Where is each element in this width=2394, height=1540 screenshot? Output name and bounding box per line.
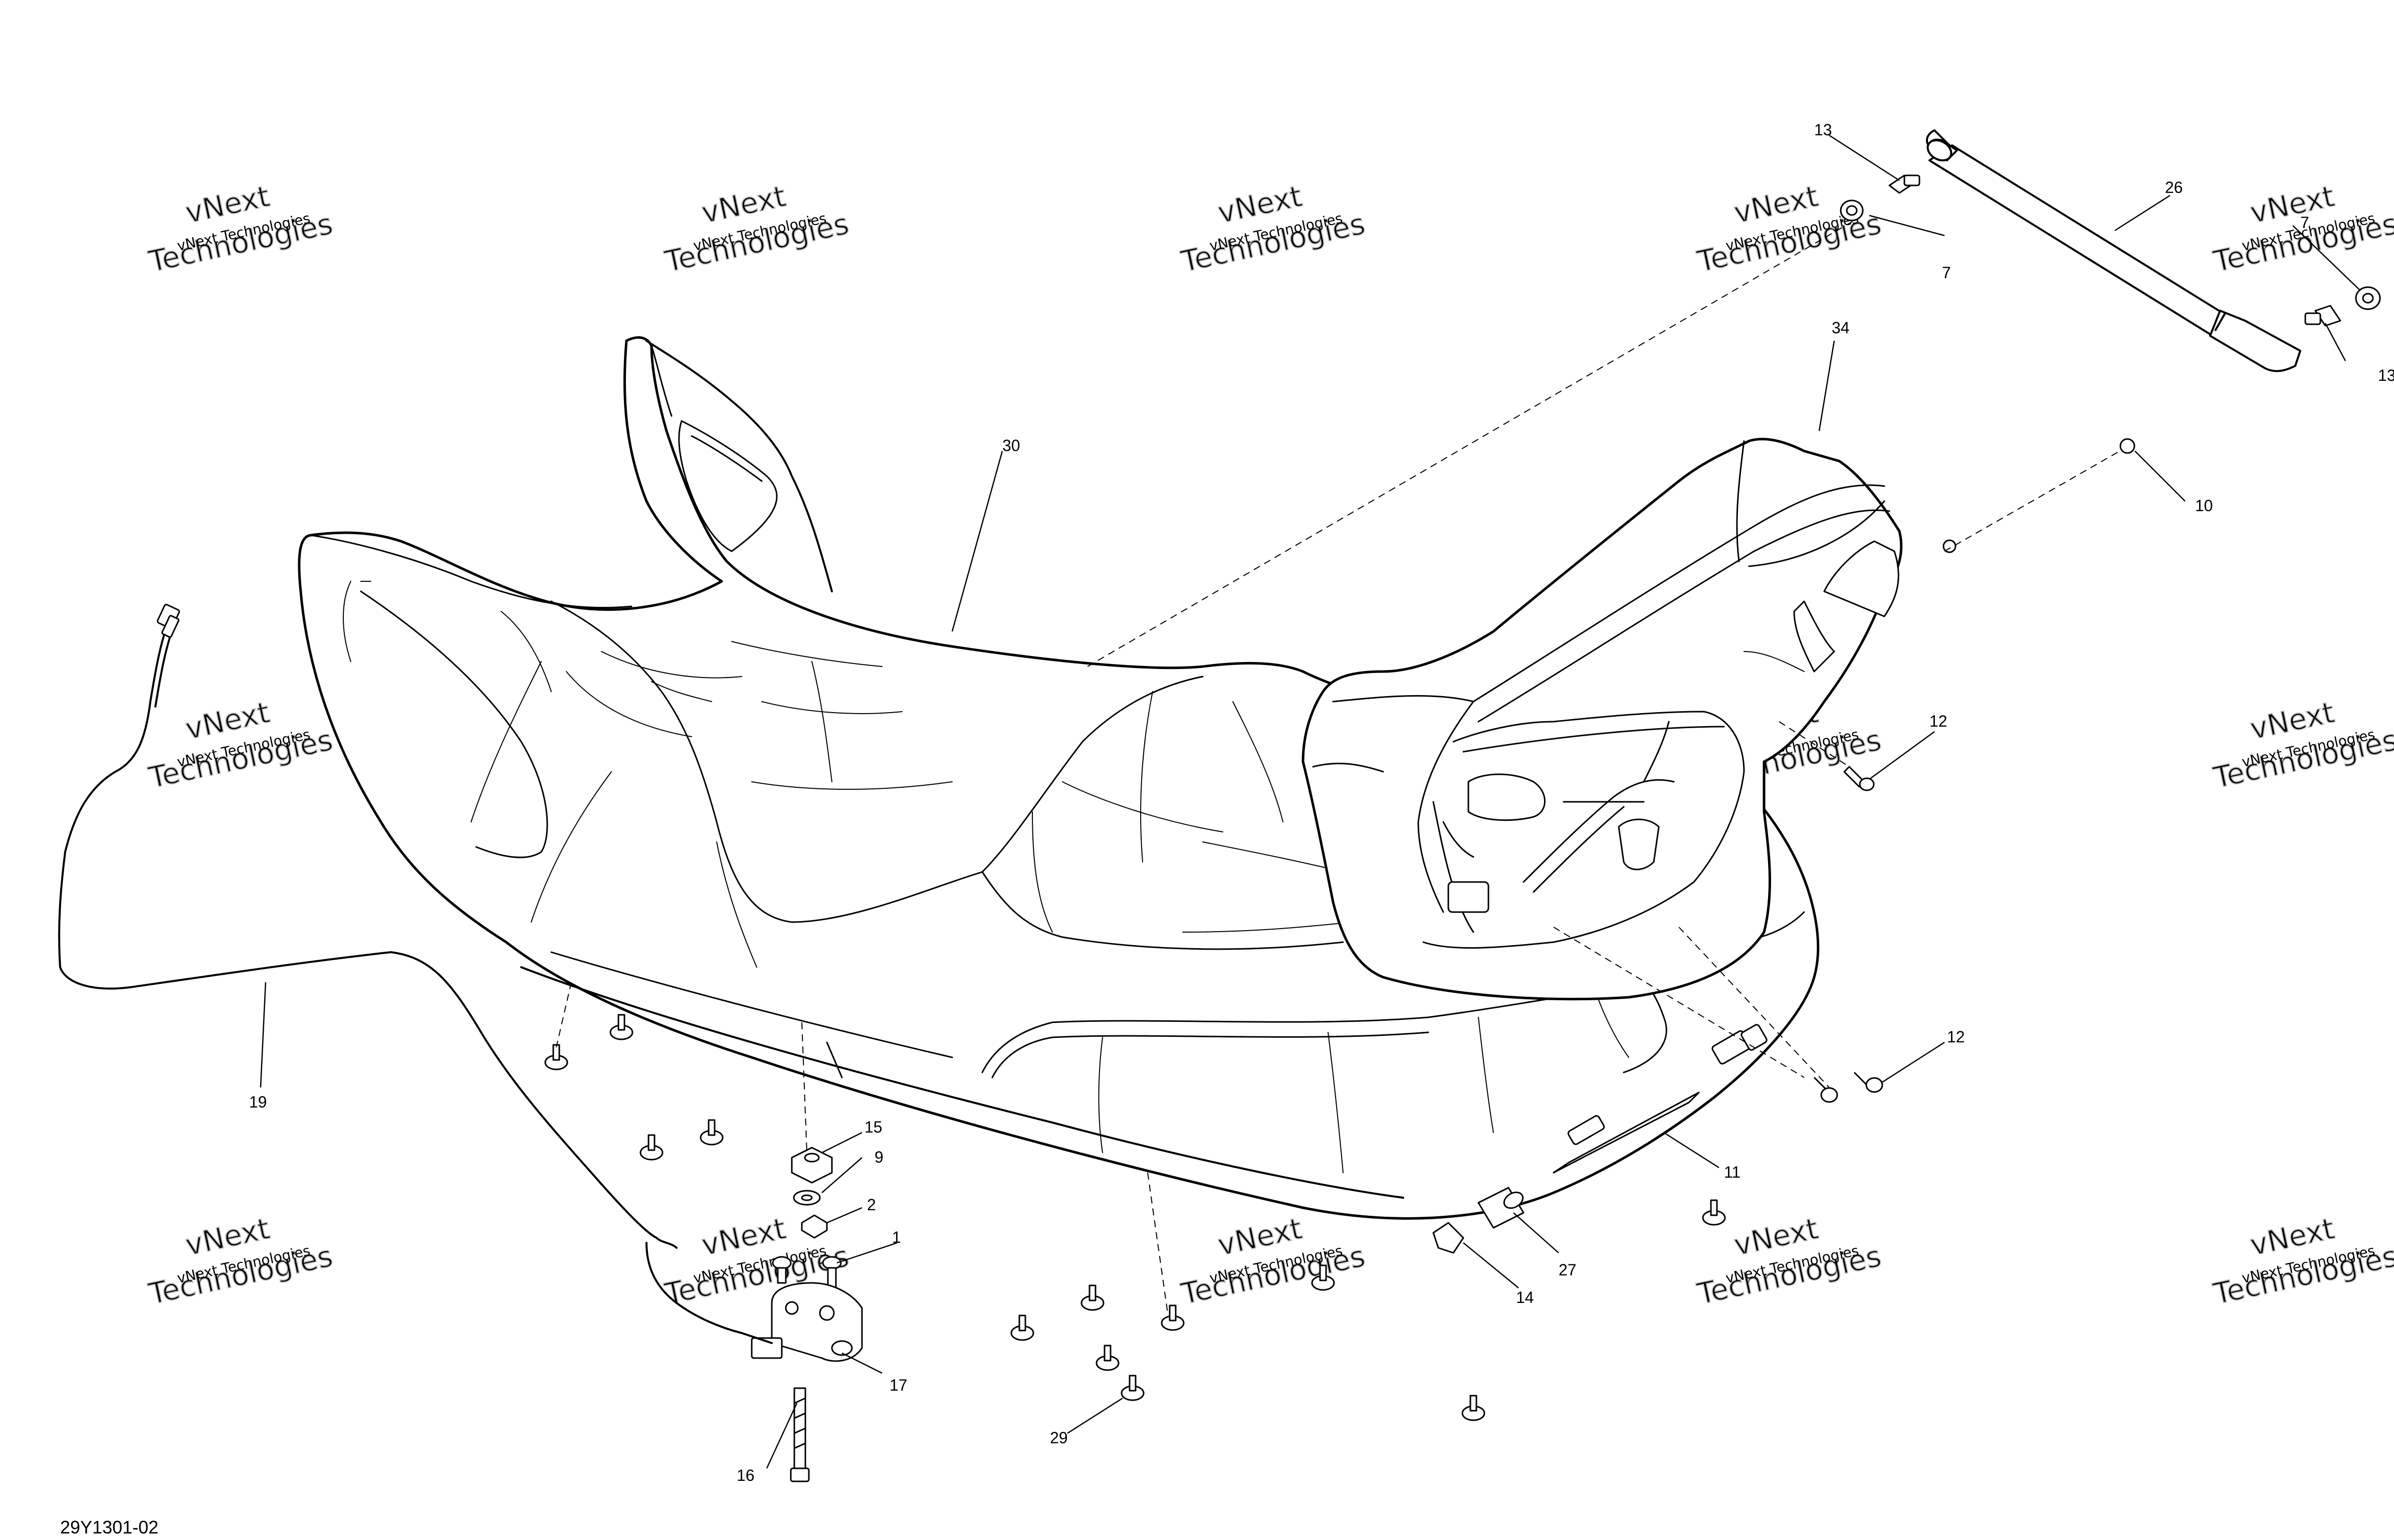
nut-14 (1432, 1222, 1464, 1254)
callout-11: 11 (1724, 1163, 1740, 1181)
release-cable-19 (58, 603, 773, 1344)
callout-30: 30 (1002, 436, 1020, 455)
callout-1: 1 (892, 1228, 901, 1246)
callout-9: 9 (875, 1148, 884, 1166)
nut-right (2355, 286, 2381, 310)
ball-stud-top (1888, 174, 1920, 194)
callout-7-right: 7 (2300, 213, 2309, 232)
callout-34: 34 (1832, 319, 1850, 337)
leader-lines (260, 134, 2361, 1469)
callout-labels: 30 13 7 26 7 13 34 10 12 12 11 27 14 15 … (249, 121, 2394, 1484)
callout-7-top: 7 (1942, 264, 1951, 282)
washer-9 (793, 1190, 821, 1206)
bolt-left (772, 1256, 792, 1284)
nut-2 (801, 1214, 828, 1239)
screws-12-lower (1813, 1071, 1883, 1103)
ball-stud-right (2304, 305, 2341, 327)
figure-code: 29Y1301-02 (60, 1517, 158, 1537)
hardware (544, 174, 2381, 1482)
gas-strut (1926, 129, 2301, 372)
alignment-lines (556, 220, 2120, 1313)
rod-11 (1553, 1024, 1768, 1174)
rear-trunk-backrest (1301, 437, 1903, 1001)
callout-15: 15 (864, 1118, 883, 1136)
callout-13-top: 13 (1814, 121, 1832, 139)
screw-12-upper (1843, 766, 1875, 791)
screw-10 (1942, 438, 2135, 553)
callout-12-lower: 12 (1947, 1028, 1965, 1046)
callout-13-right: 13 (2378, 366, 2394, 384)
bushing-27 (1477, 1187, 1525, 1229)
callout-17: 17 (890, 1376, 908, 1394)
bolt-16 (790, 1387, 810, 1482)
callout-19: 19 (249, 1093, 267, 1111)
callout-26: 26 (2165, 178, 2183, 196)
nut-top (1840, 199, 1864, 222)
callout-29: 29 (1050, 1429, 1068, 1447)
rubber-bumpers (544, 1014, 1726, 1421)
callout-2: 2 (867, 1196, 876, 1214)
callout-14: 14 (1516, 1288, 1534, 1306)
callout-27: 27 (1559, 1261, 1577, 1279)
main-seat (298, 336, 1820, 1220)
callout-12-upper: 12 (1929, 712, 1947, 730)
callout-16: 16 (737, 1466, 755, 1484)
callout-10: 10 (2195, 497, 2213, 515)
latch-bracket-17 (751, 1282, 863, 1362)
latch-nut-15 (791, 1147, 833, 1184)
